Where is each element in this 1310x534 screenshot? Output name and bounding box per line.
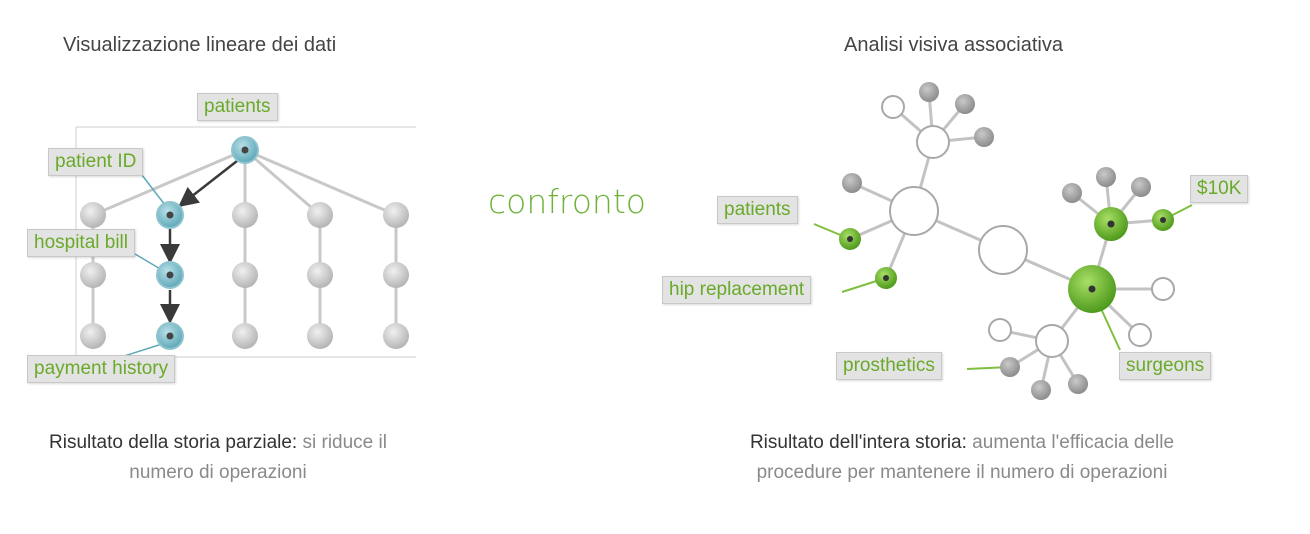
label-patients-right: patients [717,196,798,224]
left-tree-edges [91,148,398,336]
label-hip-replacement: hip replacement [662,276,812,304]
leaf-node [1031,380,1051,400]
leaf-node [1096,167,1116,187]
right-caption-rest: aumenta l'efficacia delle [966,432,1175,453]
left-diagram-title: Visualizzazione lineare dei dati [63,34,337,56]
right-caption-bold: Risultato dell'intera storia: [749,432,967,453]
leaf-node [988,318,1012,342]
grey-node [232,323,258,349]
leaf-node [974,127,994,147]
leaf-node [842,173,862,193]
grey-node [232,202,258,228]
left-grey-nodes [80,202,409,349]
label-surgeons: surgeons [1119,352,1212,380]
grey-node [80,202,106,228]
left-teal-nodes [156,136,259,350]
hub-node [978,225,1028,275]
hub-node [1035,324,1069,358]
hub-node [916,125,950,159]
label-prosthetics: prosthetics [836,352,942,380]
label-hospital-bill: hospital bill [27,229,135,257]
right-network-nodes [839,82,1175,400]
left-caption-bold: Risultato della storia parziale: [49,432,298,453]
leaf-node [1068,374,1088,394]
grey-node [307,202,333,228]
leaf-node [955,94,975,114]
leaf-node [1062,183,1082,203]
leaf-node [881,95,905,119]
left-caption: Risultato della storia parziale: si ridu… [0,428,436,488]
grey-node [383,323,409,349]
left-caption-line2: numero di operazioni [129,462,307,483]
grey-node [80,262,106,288]
grey-node [232,262,258,288]
grey-node [80,323,106,349]
right-caption: Risultato dell'intera storia: aumenta l'… [660,428,1264,488]
leaf-node [1000,357,1020,377]
left-tree-arrows [160,160,238,324]
left-caption-rest: si riduce il [297,432,387,453]
grey-node [307,262,333,288]
grey-node [383,262,409,288]
leaf-node [1151,277,1175,301]
label-cost: $10K [1190,175,1249,203]
comparison-label: confronto [488,182,646,221]
right-caption-line2: procedure per mantenere il numero di ope… [756,462,1168,483]
grey-node [307,323,333,349]
leaf-node [1131,177,1151,197]
label-patients-left: patients [197,93,278,121]
label-payment-history: payment history [27,355,176,383]
leaf-node [919,82,939,102]
grey-node [383,202,409,228]
right-diagram-title: Analisi visiva associativa [844,34,1063,56]
label-patient-id: patient ID [48,148,144,176]
leaf-node [1128,323,1152,347]
hub-node [889,186,939,236]
